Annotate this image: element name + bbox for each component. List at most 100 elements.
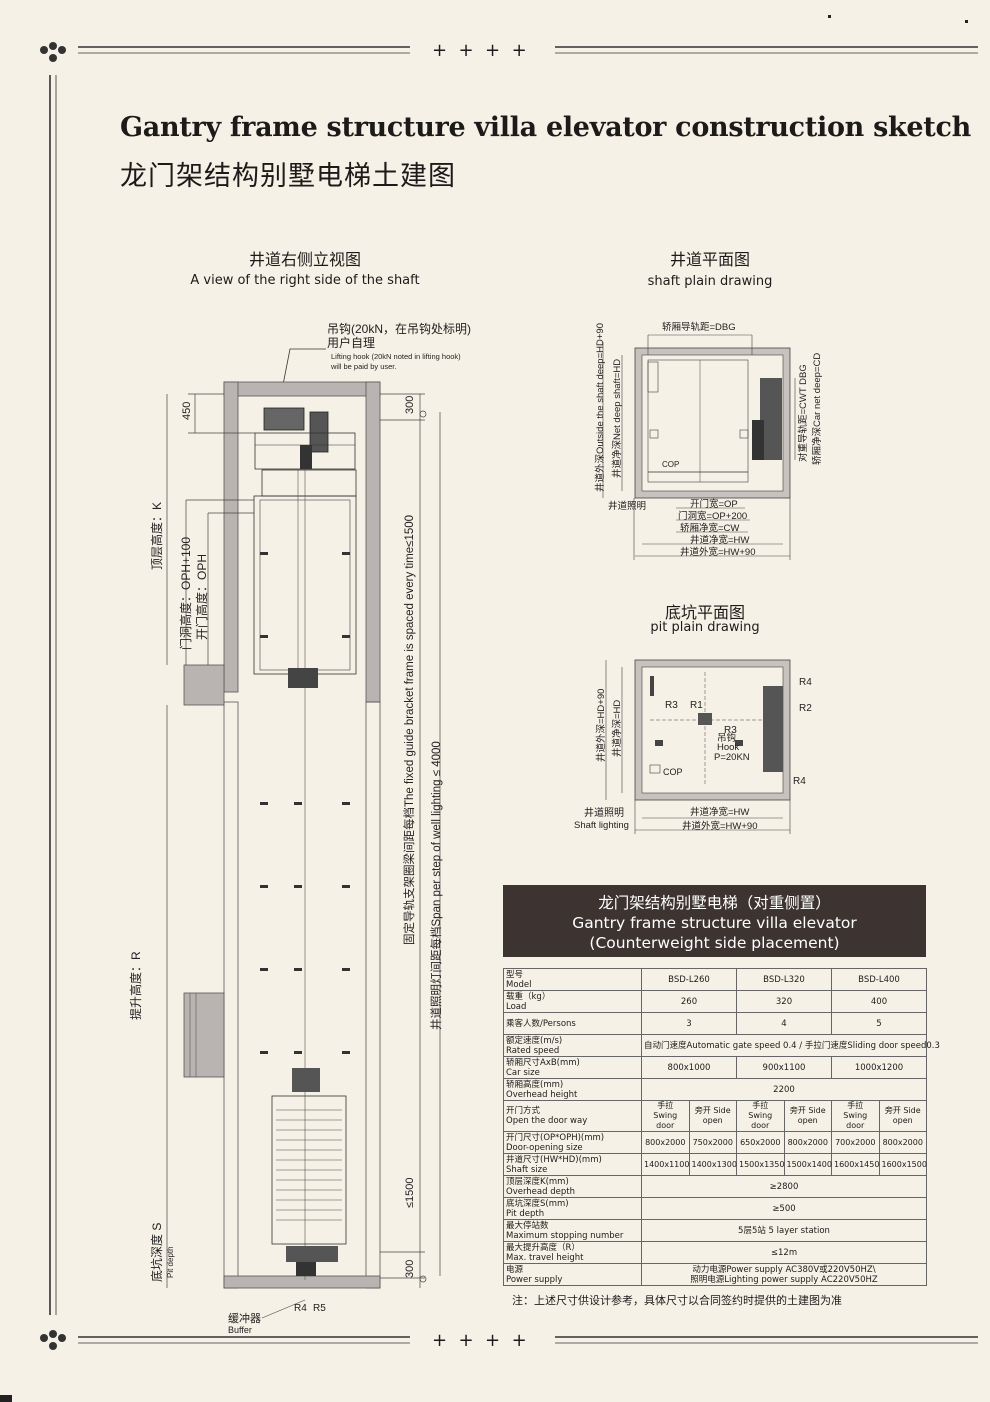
spec-table-header: 龙门架结构别墅电梯（对重侧置） Gantry frame structure v… — [503, 885, 926, 957]
spec-row-label: 轿厢高度(mm)Overhead height — [503, 1078, 642, 1101]
spec-label-zh: 开门尺寸(OP*OPH)(mm) — [506, 1132, 605, 1143]
overhead-height-label: 顶层高度：K — [149, 502, 164, 570]
spec-cell: 旁开 Side open — [688, 1100, 737, 1132]
shaft-counterweight — [760, 378, 782, 460]
shaft-top-slab — [223, 381, 381, 397]
pit-r3b: R3 — [724, 725, 737, 736]
spec-cell: 1600x1500 — [878, 1153, 927, 1176]
pit-hw: 井道净宽=HW — [690, 806, 749, 818]
spec-row-label: 载重（kg）Load — [503, 990, 642, 1013]
side-view-title-en: A view of the right side of the shaft — [190, 273, 420, 288]
pit-hook-load: P=20KN — [714, 752, 750, 763]
spec-label-en: Car size — [506, 1067, 540, 1078]
guide-brackets — [260, 552, 350, 1054]
spec-row-label: 额定速度(m/s)Rated speed — [503, 1034, 642, 1057]
door-open-height-label: 开门高度：OPH — [194, 554, 209, 640]
spec-label-zh: 顶层深度K(mm) — [506, 1176, 569, 1187]
spec-cell: 手拉 Swing door — [641, 1100, 690, 1132]
spec-label-zh: 额定速度(m/s) — [506, 1035, 563, 1046]
dim-300-top: 300 — [404, 396, 416, 414]
pit-floor — [223, 1275, 381, 1289]
spec-label-zh: 开门方式 — [506, 1106, 541, 1116]
spec-cell: 700x2000 — [831, 1131, 880, 1154]
spec-label-en: Rated speed — [506, 1045, 560, 1056]
ornament-plus-top: + + + + — [432, 40, 527, 61]
pit-counterweight — [763, 686, 783, 772]
spec-label-zh: 轿厢尺寸AxB(mm) — [506, 1057, 580, 1068]
spec-cell: 800x2000 — [878, 1131, 927, 1154]
spec-cell: 320 — [736, 990, 832, 1013]
shaft-cop: COP — [662, 460, 679, 469]
pit-r2: R2 — [799, 703, 812, 714]
hook-label-en-1: Lifting hook (20kN noted in lifting hook… — [331, 352, 461, 361]
shaft-plan-title-zh: 井道平面图 — [669, 250, 750, 269]
buffer-label-zh: 缓冲器 — [228, 1311, 261, 1325]
spec-cell: 5 — [831, 1012, 927, 1035]
shaft-cwt: 对重导轨距=CWT DBG — [797, 364, 809, 462]
spec-label-zh: 型号 — [506, 969, 524, 980]
spec-cell: 1400x1100 — [641, 1153, 690, 1176]
spec-cell: ≤12m — [641, 1241, 927, 1264]
shaft-cw: 轿厢净宽=CW — [680, 522, 739, 534]
pit-outside-deep: 井道外深=HD+90 — [595, 689, 607, 762]
corner-ornament-bottom — [40, 1330, 66, 1350]
spec-cell: BSD-L320 — [736, 968, 832, 991]
spec-cell: ≥500 — [641, 1197, 927, 1220]
shaft-op: 开门宽=OP — [690, 498, 738, 510]
spec-row: 最大提升高度（R）Max. travel height≤12m — [503, 1241, 927, 1264]
shaft-hw: 井道净宽=HW — [690, 534, 749, 546]
spec-cell: BSD-L400 — [831, 968, 927, 991]
pit-r1: R1 — [690, 700, 703, 711]
spec-label-zh: 乘客人数/Persons — [506, 1018, 576, 1029]
counterweight — [271, 1095, 347, 1245]
pit-depth-label-en: Pit depth — [166, 1246, 175, 1278]
r4-label: R4 — [294, 1303, 307, 1314]
shaft-lighting: 井道照明 — [608, 500, 646, 512]
spec-cell: BSD-L260 — [641, 968, 737, 991]
dim-450: 450 — [181, 402, 193, 420]
spec-label-en: Open the door way — [506, 1116, 588, 1126]
shaft-outside-deep: 井道外深Outside the shaft deep=HD+90 — [594, 323, 606, 492]
spec-cell: 手拉 Swing door — [831, 1100, 880, 1132]
pit-hw90: 井道外宽=HW+90 — [682, 820, 758, 832]
spec-label-en: Load — [506, 1001, 527, 1012]
pit-hook-en: Hook — [717, 742, 739, 753]
guide-bracket-spacing-label: 固定导轨支架圈梁间距每档The fixed guide bracket fram… — [402, 515, 416, 945]
shaft-net-deep: 井道净深Net deep shaft=HD — [611, 359, 623, 478]
spec-label-zh: 载重（kg） — [506, 991, 551, 1002]
spec-cell: 650x2000 — [736, 1131, 785, 1154]
spec-cell: ≥2800 — [641, 1175, 927, 1198]
spec-row-label: 底坑深度S(mm)Pit depth — [503, 1197, 642, 1220]
pit-depth-label: 底坑深度 S — [149, 1223, 164, 1282]
spec-header-en-1: Gantry frame structure villa elevator — [572, 914, 857, 932]
pit-r4: R4 — [799, 677, 812, 688]
spec-cell: 800x2000 — [641, 1131, 690, 1154]
spec-label-en: Pit depth — [506, 1208, 545, 1219]
spec-row-label: 开门尺寸(OP*OPH)(mm)Door-opening size — [503, 1131, 642, 1154]
pit-hook-zh: 吊钩 — [717, 732, 736, 744]
ornament-plus-bottom: + + + + — [432, 1330, 527, 1351]
spec-power-line: 照明电源Lighting power supply AC220V50HZ — [690, 1274, 878, 1285]
spec-cell: 1500x1350 — [736, 1153, 785, 1176]
spec-label-zh: 最大提升高度（R） — [506, 1242, 580, 1253]
shaft-plan-title-en: shaft plain drawing — [647, 274, 773, 289]
spec-row-label: 最大提升高度（R）Max. travel height — [503, 1241, 642, 1264]
spec-row-label: 顶层深度K(mm)Overhead depth — [503, 1175, 642, 1198]
spec-cell: 旁开 Side open — [783, 1100, 832, 1132]
pit-plan-title-en: pit plain drawing — [650, 620, 760, 635]
spec-label-en: Door-opening size — [506, 1142, 583, 1153]
spec-label-zh: 最大停站数 — [506, 1220, 549, 1231]
travel-height-label: 提升高度：R — [128, 951, 143, 1020]
spec-label-en: Power supply — [506, 1274, 563, 1285]
spec-label-zh: 底坑深度S(mm) — [506, 1198, 569, 1209]
